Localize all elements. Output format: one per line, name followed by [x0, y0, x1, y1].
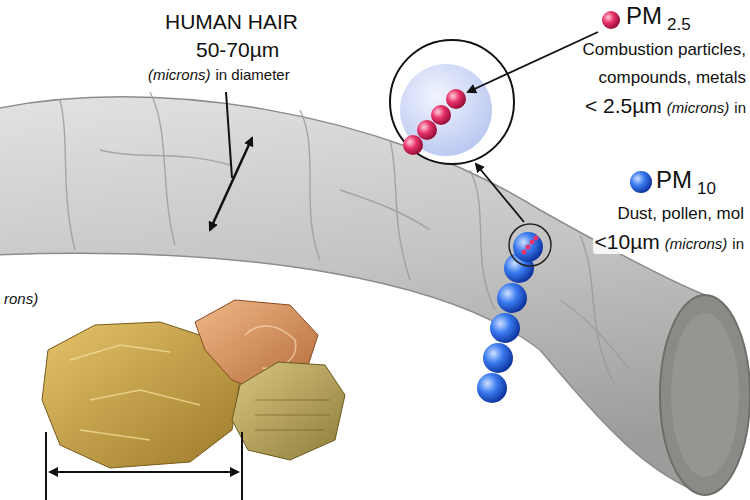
label-text: Dust, pollen, mol — [617, 204, 744, 224]
label-row: (microns) in diameter — [148, 66, 290, 83]
label-row: rons) — [4, 290, 38, 307]
label-text: compounds, metals — [599, 68, 746, 88]
label-row: Combustion particles, — [583, 40, 746, 60]
label-text: (microns) — [665, 235, 728, 252]
label-row: Dust, pollen, mol — [615, 204, 746, 224]
label-text: in diameter — [216, 66, 290, 83]
label-row: 50-70µm — [196, 38, 279, 62]
label-row: PM2.5 — [626, 2, 691, 30]
label-row: PM10 — [656, 166, 716, 194]
label-text: (microns) — [148, 66, 211, 83]
subscript-label: 2.5 — [667, 15, 691, 35]
label-text: (microns) — [667, 99, 730, 116]
label-row: <10µm (microns)in — [593, 230, 746, 254]
label-text: <10µm — [595, 230, 660, 254]
label-text: < 2.5µm — [585, 94, 662, 118]
label-row: HUMAN HAIR — [165, 10, 298, 34]
label-text: PM — [656, 166, 692, 194]
label-row: < 2.5µm (microns)in — [585, 94, 746, 118]
label-text: rons) — [4, 290, 38, 307]
label-text: PM — [626, 2, 662, 30]
label-text: 50-70µm — [196, 38, 279, 62]
label-text: HUMAN HAIR — [165, 10, 298, 34]
label-text: in — [732, 235, 744, 252]
label-row: compounds, metals — [599, 68, 746, 88]
subscript-label: 10 — [697, 179, 716, 199]
label-text: in — [734, 99, 746, 116]
label-text: Combustion particles, — [583, 40, 746, 60]
